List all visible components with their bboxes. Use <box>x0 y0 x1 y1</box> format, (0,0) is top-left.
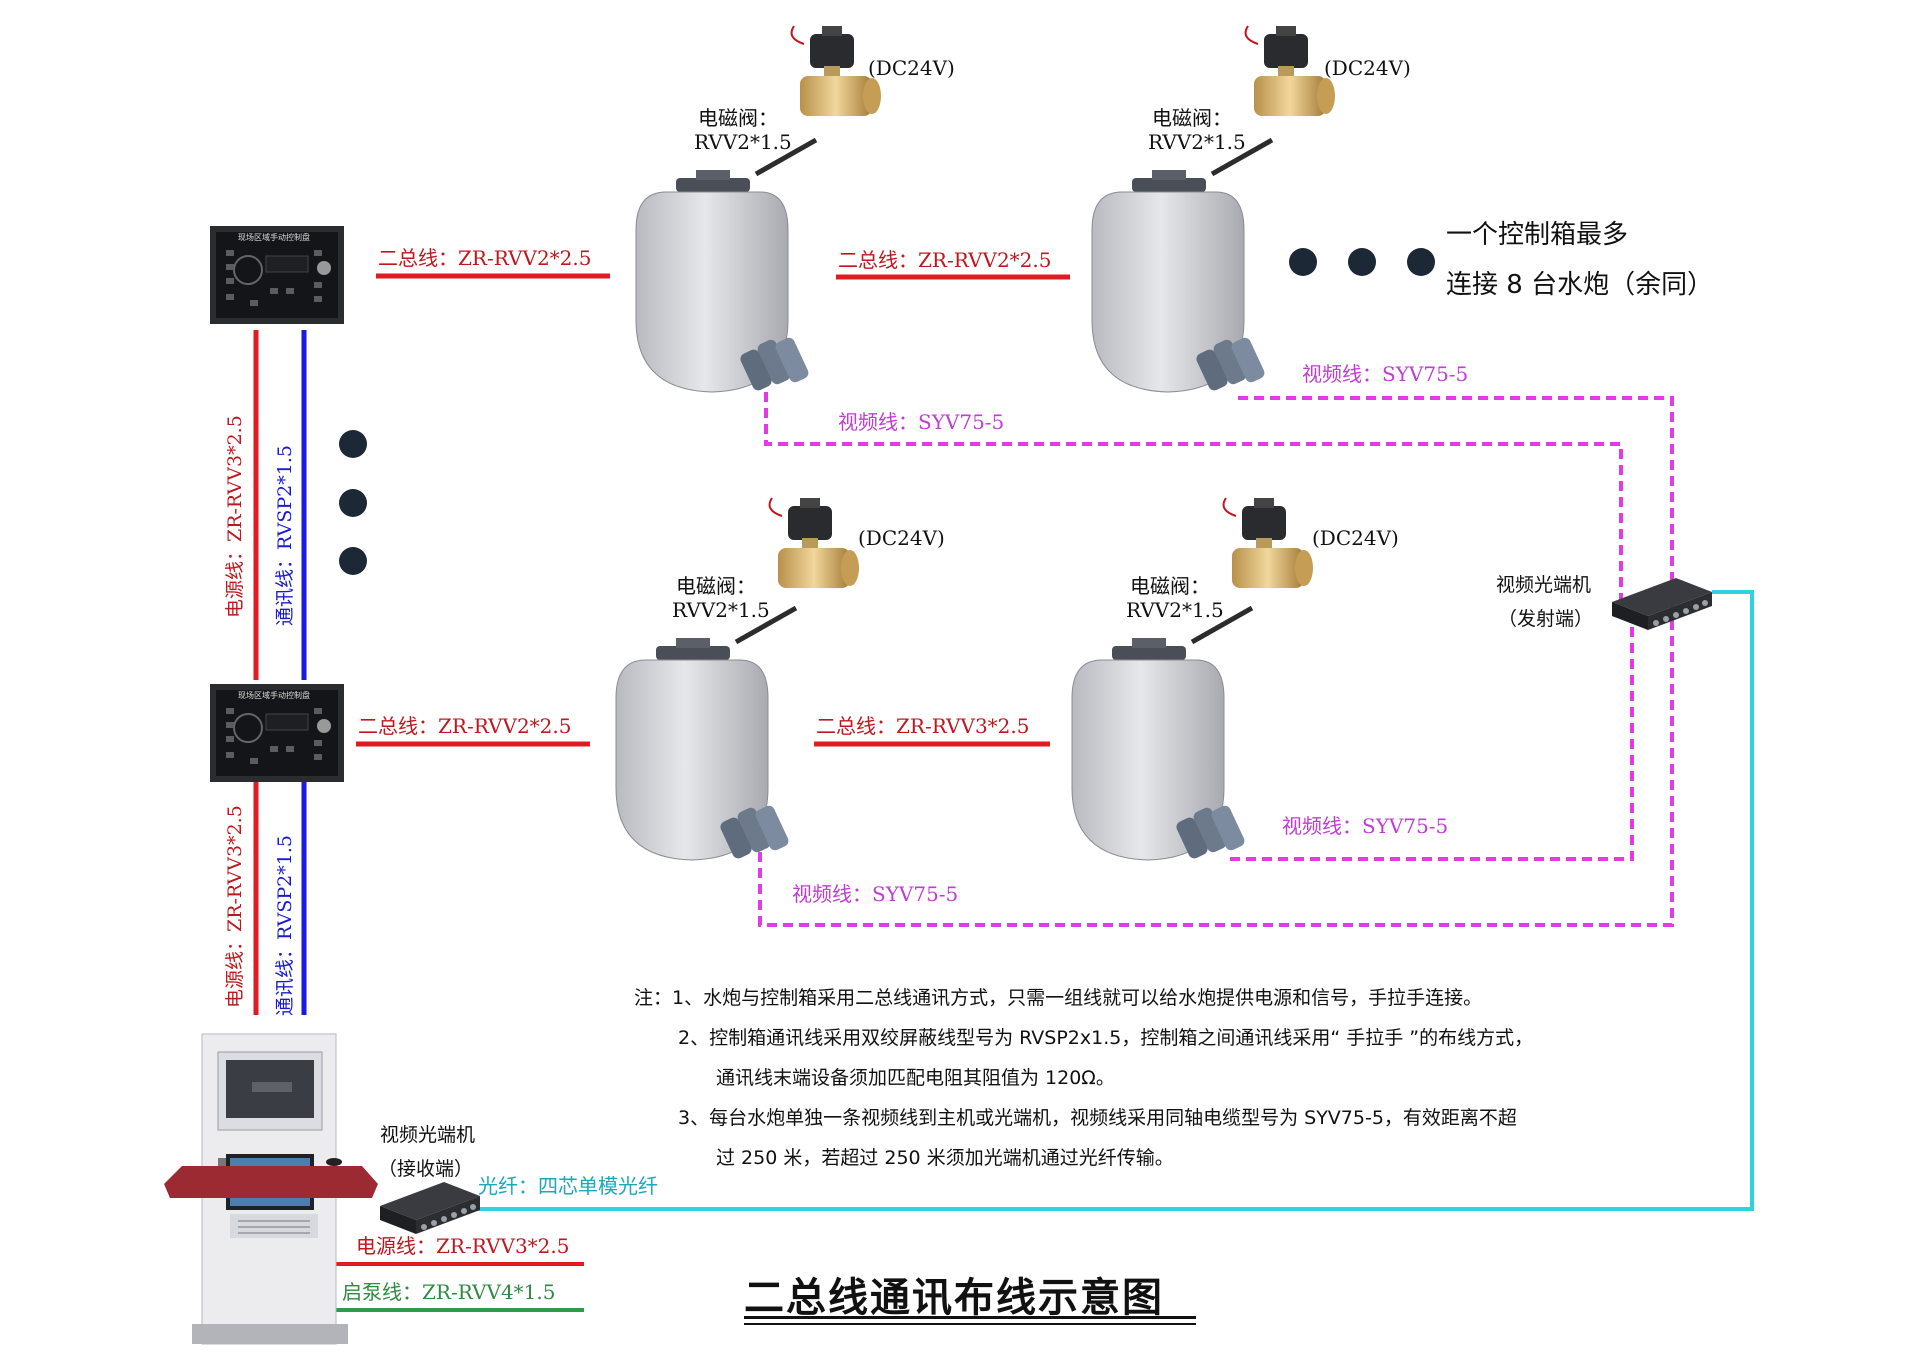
title-underline <box>744 1316 1196 1319</box>
solenoid-cable-label: RVV2*1.5 <box>1126 598 1224 622</box>
note-line: 3、每台水炮单独一条视频线到主机或光端机，视频线采用同轴电缆型号为 SYV75-… <box>678 1107 1517 1129</box>
video-label: 视频线：SYV75-5 <box>1302 362 1469 386</box>
host-power-label: 电源线：ZR-RVV3*2.5 <box>356 1234 570 1258</box>
note-line: 通讯线末端设备须加匹配电阻其阻值为 120Ω。 <box>716 1067 1115 1089</box>
solenoid-cable-label: RVV2*1.5 <box>694 130 792 154</box>
dot <box>339 547 367 575</box>
bus-label: 二总线：ZR-RVV2*2.5 <box>358 714 572 738</box>
dot <box>339 430 367 458</box>
dot <box>339 489 367 517</box>
solenoid-label: 电磁阀： <box>676 574 756 598</box>
solenoid-cable-label: RVV2*1.5 <box>672 598 770 622</box>
dot <box>1289 248 1317 276</box>
optical-transceiver-icon <box>380 1182 480 1234</box>
video-line-3 <box>1230 622 1634 861</box>
note-line: 注：1、水炮与控制箱采用二总线通讯方式，只需一组线就可以给水炮提供电源和信号，手… <box>634 987 1483 1009</box>
note-line: 过 250 米，若超过 250 米须加光端机通过光纤传输。 <box>716 1147 1174 1169</box>
panel-title: 现场区域手动控制盘 <box>238 233 310 242</box>
water-cannon-icon <box>1092 140 1272 392</box>
power-line-label: 电源线：ZR-RVV3*2.5 <box>224 415 246 618</box>
optical-rx-label: 视频光端机 <box>380 1124 476 1146</box>
optical-tx-label-2: （发射端） <box>1498 608 1594 630</box>
comm-line-label: 通讯线：RVSP2*1.5 <box>274 445 296 626</box>
optical-transceiver-icon <box>1612 578 1712 630</box>
bus-label: 二总线：ZR-RVV3*2.5 <box>816 714 1030 738</box>
host-console-icon <box>164 1033 378 1345</box>
max-note-line-2: 连接 8 台水炮（余同） <box>1446 270 1714 300</box>
water-cannon-icon <box>636 140 816 392</box>
dot <box>1348 248 1376 276</box>
diagram-title: 二总线通讯布线示意图 <box>744 1275 1164 1321</box>
fiber-line <box>460 590 1754 1211</box>
note-line: 2、控制箱通讯线采用双绞屏蔽线型号为 RVSP2x1.5，控制箱之间通讯线采用“… <box>678 1027 1534 1049</box>
fiber-label: 光纤：四芯单模光纤 <box>478 1174 658 1198</box>
valve-voltage-label: (DC24V) <box>868 56 955 80</box>
power-line-label: 电源线：ZR-RVV3*2.5 <box>224 805 246 1008</box>
solenoid-label: 电磁阀： <box>1130 574 1210 598</box>
comm-line-label: 通讯线：RVSP2*1.5 <box>274 835 296 1016</box>
water-cannon-icon <box>1072 608 1252 860</box>
valve-voltage-label: (DC24V) <box>858 526 945 550</box>
max-note-line-1: 一个控制箱最多 <box>1446 220 1629 250</box>
bus-label: 二总线：ZR-RVV2*2.5 <box>378 246 592 270</box>
optical-rx-label-2: （接收端） <box>378 1158 474 1180</box>
video-label: 视频线：SYV75-5 <box>838 410 1005 434</box>
solenoid-cable-label: RVV2*1.5 <box>1148 130 1246 154</box>
video-label: 视频线：SYV75-5 <box>792 882 959 906</box>
title-underline <box>744 1323 1196 1325</box>
video-line-1 <box>764 376 1623 614</box>
dot <box>1407 248 1435 276</box>
bus-label: 二总线：ZR-RVV2*2.5 <box>838 248 1052 272</box>
valve-voltage-label: (DC24V) <box>1324 56 1411 80</box>
solenoid-label: 电磁阀： <box>698 106 778 130</box>
video-line-2 <box>758 396 1674 927</box>
solenoid-label: 电磁阀： <box>1152 106 1232 130</box>
notes-block: 注：1、水炮与控制箱采用二总线通讯方式，只需一组线就可以给水炮提供电源和信号，手… <box>634 978 1533 1178</box>
valve-voltage-label: (DC24V) <box>1312 526 1399 550</box>
solenoid-valve-icon <box>1222 497 1314 589</box>
water-cannon-icon <box>616 608 796 860</box>
solenoid-valve-icon <box>1244 25 1336 117</box>
video-label: 视频线：SYV75-5 <box>1282 814 1449 838</box>
solenoid-valve-icon <box>768 497 860 589</box>
optical-tx-label: 视频光端机 <box>1496 574 1592 596</box>
host-pump-label: 启泵线：ZR-RVV4*1.5 <box>342 1280 556 1304</box>
panel-title: 现场区域手动控制盘 <box>238 691 310 700</box>
